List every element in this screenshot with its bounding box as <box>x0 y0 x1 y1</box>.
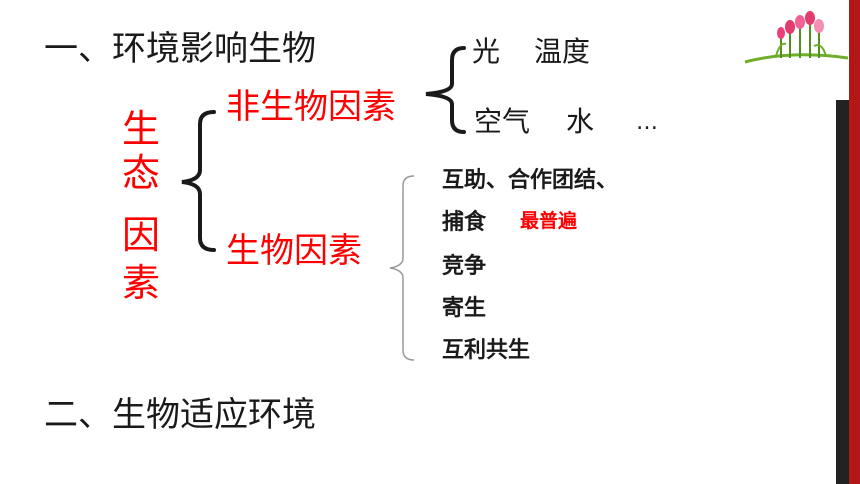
abiotic-item-temperature: 温度 <box>534 35 591 68</box>
biotic-item-predation: 捕食 <box>442 210 487 235</box>
root-char-2: 态 <box>122 151 161 195</box>
biotic-item-mutualism: 互利共生 <box>442 338 531 363</box>
heading-environment-affects-organisms: 一、环境影响生物 <box>44 29 316 69</box>
root-char-1: 生 <box>122 107 161 151</box>
biotic-label: 生物因素 <box>226 231 362 271</box>
biotic-brace <box>389 175 415 361</box>
biotic-note-most-common: 最普遍 <box>520 210 578 232</box>
root-brace <box>181 110 216 252</box>
root-char-3: 因 <box>122 213 161 257</box>
abiotic-item-air: 空气 <box>474 105 531 138</box>
abiotic-item-water: 水 <box>566 105 595 138</box>
right-edge-bar <box>849 0 860 484</box>
abiotic-ellipsis: … <box>636 110 658 135</box>
abiotic-brace <box>425 46 466 134</box>
biotic-item-parasitism: 寄生 <box>442 296 487 321</box>
abiotic-label: 非生物因素 <box>226 87 396 127</box>
biotic-item-cooperation: 互助、合作团结、 <box>442 168 619 193</box>
biotic-item-competition: 竞争 <box>442 254 487 279</box>
abiotic-item-light: 光 <box>472 35 501 68</box>
right-edge-dark-bar <box>836 100 849 484</box>
heading-organisms-adapt-environment: 二、生物适应环境 <box>44 395 316 435</box>
flower-logo-icon <box>744 11 849 64</box>
root-char-4: 素 <box>122 261 161 305</box>
